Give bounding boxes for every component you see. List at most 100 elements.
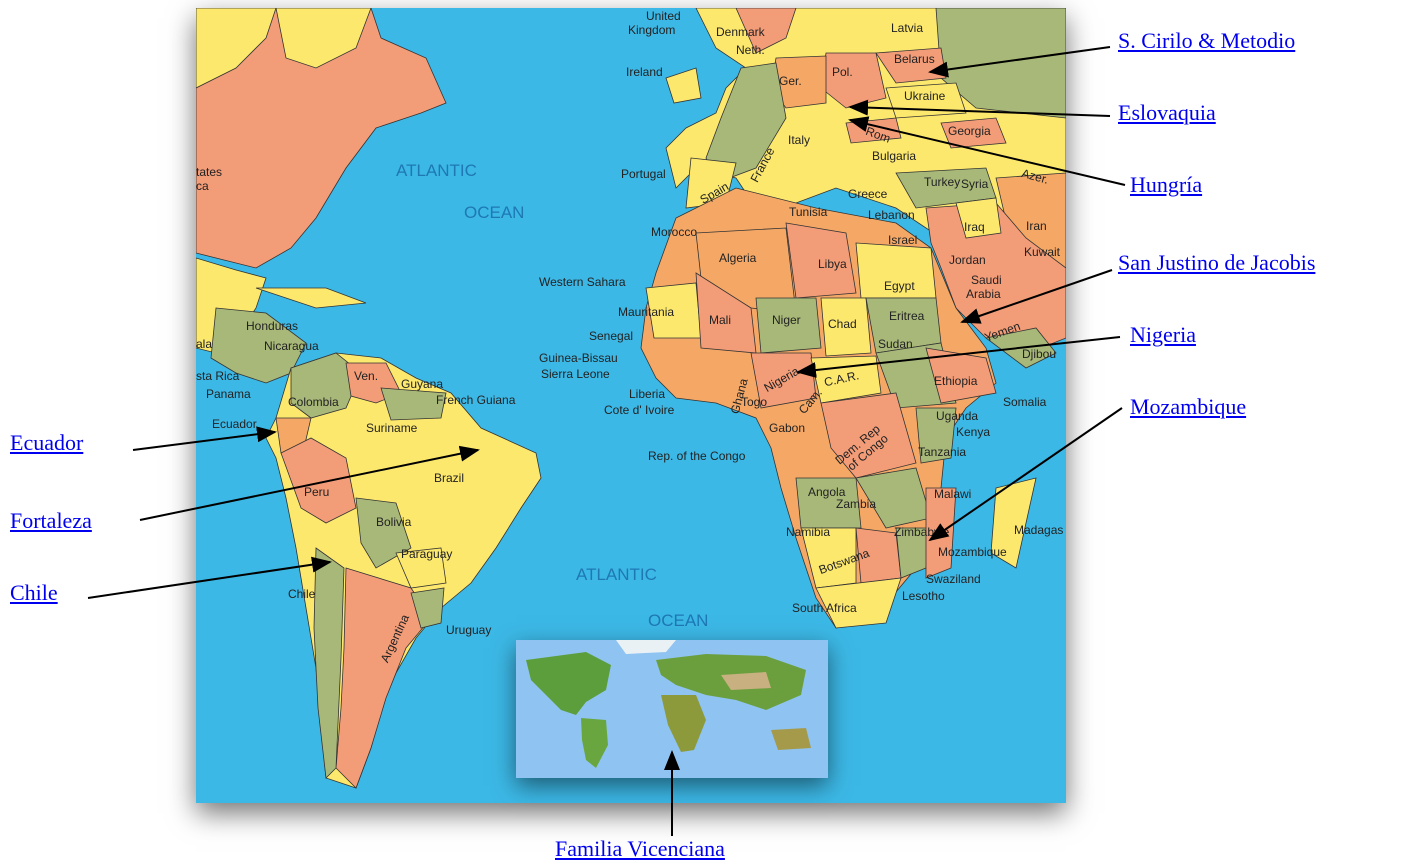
country-label-niger: Niger: [772, 313, 801, 327]
north-america-landmass: [196, 8, 447, 384]
country-label-peru: Peru: [304, 485, 329, 499]
country-label-french-guiana: French Guiana: [436, 393, 516, 407]
country-label-italy: Italy: [788, 133, 810, 147]
country-label-mauritania: Mauritania: [618, 305, 674, 319]
link-ecuador[interactable]: Ecuador: [10, 430, 84, 455]
link-mozambique[interactable]: Mozambique: [1130, 394, 1247, 419]
ocean-label-south-1: ATLANTIC: [576, 565, 657, 584]
country-label-portugal: Portugal: [621, 167, 666, 181]
country-label-georgia: Georgia: [948, 124, 991, 138]
country-label-colombia: Colombia: [288, 395, 339, 409]
country-label-uk: Kingdom: [628, 23, 675, 37]
country-label-neth: Neth.: [736, 43, 765, 57]
country-label-guinea-bissau: Guinea-Bissau: [539, 351, 618, 365]
country-label-uruguay: Uruguay: [446, 623, 491, 637]
ocean-labels: ATLANTIC OCEAN ATLANTIC OCEAN: [396, 161, 708, 630]
country-label-lebanon: Lebanon: [868, 208, 915, 222]
country-label-iran: Iran: [1026, 219, 1047, 233]
country-label-bolivia: Bolivia: [376, 515, 412, 529]
country-label-cote-divoire: Cote d' Ivoire: [604, 403, 675, 417]
country-label-bulgaria: Bulgaria: [872, 149, 916, 163]
country-label-uganda: Uganda: [936, 409, 978, 423]
country-label-kenya: Kenya: [956, 425, 990, 439]
country-label-ecuador: Ecuador: [212, 417, 257, 431]
country-label-libya: Libya: [818, 257, 847, 271]
country-label-togo: Togo: [741, 395, 767, 409]
country-label-panama: Panama: [206, 387, 251, 401]
country-label-guatemala: ala: [196, 337, 212, 351]
country-label-united-states: ca: [196, 179, 209, 193]
country-label-israel: Israel: [888, 233, 917, 247]
country-label-poland: Pol.: [832, 65, 853, 79]
country-label-germany: Ger.: [779, 74, 802, 88]
political-map: ATLANTIC OCEAN ATLANTIC OCEAN United Kin…: [196, 8, 1066, 803]
country-label-venezuela: Ven.: [354, 369, 378, 383]
country-label-madagascar: Madagas: [1014, 523, 1063, 537]
middle-east-landmass: [925, 197, 1066, 369]
link-cirilo-metodio[interactable]: S. Cirilo & Metodio: [1118, 28, 1296, 53]
country-label-angola: Angola: [808, 485, 846, 499]
country-label-rep-congo: Rep. of the Congo: [648, 449, 746, 463]
arrow-chile: [87, 556, 332, 599]
ocean-label-south-2: OCEAN: [648, 611, 708, 630]
south-america-landmass: [265, 352, 542, 789]
country-label-somalia: Somalia: [1003, 395, 1047, 409]
map-canvas: ATLANTIC OCEAN ATLANTIC OCEAN United Kin…: [196, 8, 1066, 803]
country-label-zambia: Zambia: [836, 497, 876, 511]
country-label-greece: Greece: [848, 187, 888, 201]
country-label-western-sahara: Western Sahara: [539, 275, 626, 289]
africa-landmass: [640, 187, 1037, 629]
country-label-denmark: Denmark: [716, 25, 766, 39]
country-label-suriname: Suriname: [366, 421, 418, 435]
country-label-mozambique: Mozambique: [938, 545, 1007, 559]
country-label-saudi-arabia: Saudi: [971, 273, 1002, 287]
country-label-guyana: Guyana: [401, 377, 443, 391]
country-label-liberia: Liberia: [629, 387, 665, 401]
country-label-uk: United: [646, 9, 681, 23]
link-chile[interactable]: Chile: [10, 580, 58, 605]
country-label-lesotho: Lesotho: [902, 589, 945, 603]
country-label-sudan: Sudan: [878, 337, 913, 351]
country-label-ireland: Ireland: [626, 65, 663, 79]
country-label-syria: Syria: [961, 177, 989, 191]
arrow-fortaleza: [139, 445, 480, 521]
link-hungria[interactable]: Hungría: [1130, 172, 1203, 197]
country-label-turkey: Turkey: [924, 175, 960, 189]
country-label-belarus: Belarus: [894, 52, 935, 66]
country-label-swaziland: Swaziland: [926, 572, 981, 586]
country-label-jordan: Jordan: [949, 253, 986, 267]
country-label-saudi-arabia: Arabia: [966, 287, 1001, 301]
arrow-ecuador: [132, 426, 277, 451]
country-label-sierra-leone: Sierra Leone: [541, 367, 610, 381]
arrow-san-justino: [960, 269, 1113, 324]
country-label-tanzania: Tanzania: [918, 445, 966, 459]
country-label-morocco: Morocco: [651, 225, 697, 239]
country-label-iraq: Iraq: [964, 220, 985, 234]
country-label-paraguay: Paraguay: [401, 547, 452, 561]
link-familia-vicenciana[interactable]: Familia Vicenciana: [555, 836, 725, 861]
country-label-united-states: tates: [196, 165, 222, 179]
country-label-eritrea: Eritrea: [889, 309, 925, 323]
country-label-brazil: Brazil: [434, 471, 464, 485]
arrow-eslovaquia: [848, 99, 1111, 117]
country-label-ukraine: Ukraine: [904, 89, 946, 103]
country-label-ethiopia: Ethiopia: [934, 374, 978, 388]
country-label-chad: Chad: [828, 317, 857, 331]
country-label-nicaragua: Nicaragua: [264, 339, 319, 353]
country-label-malawi: Malawi: [934, 487, 971, 501]
country-label-namibia: Namibia: [786, 525, 830, 539]
country-label-honduras: Honduras: [246, 319, 298, 333]
country-label-south-africa: South Africa: [792, 601, 857, 615]
arrow-cirilo: [928, 46, 1111, 78]
link-nigeria[interactable]: Nigeria: [1130, 322, 1196, 347]
link-eslovaquia[interactable]: Eslovaquia: [1118, 100, 1216, 125]
link-fortaleza[interactable]: Fortaleza: [10, 508, 92, 533]
ocean-label-north-2: OCEAN: [464, 203, 524, 222]
country-label-egypt: Egypt: [884, 279, 915, 293]
country-label-gabon: Gabon: [769, 421, 805, 435]
ocean-label-north-1: ATLANTIC: [396, 161, 477, 180]
country-label-costa-rica: sta Rica: [196, 369, 240, 383]
link-san-justino[interactable]: San Justino de Jacobis: [1118, 250, 1316, 275]
country-label-azerbaijan: Azer.: [1020, 166, 1050, 187]
